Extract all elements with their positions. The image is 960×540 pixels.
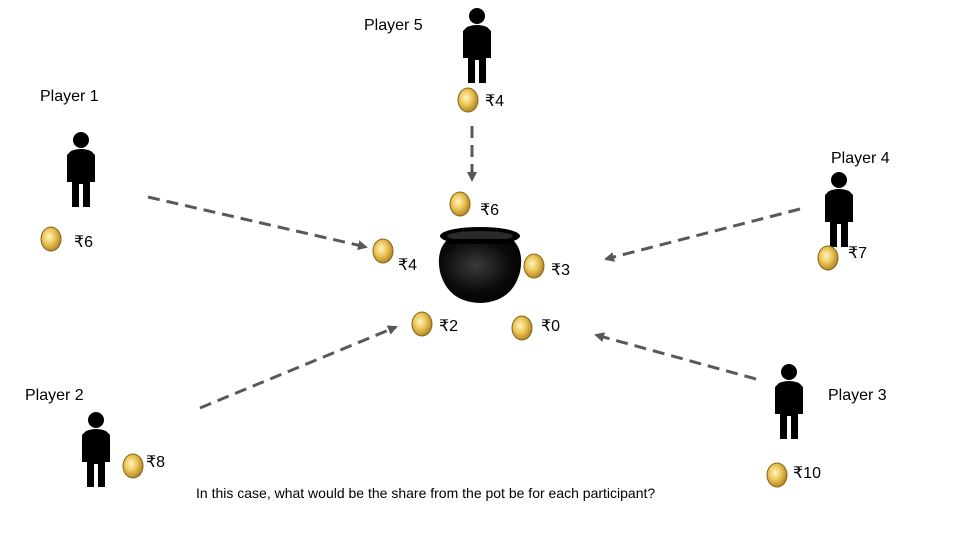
coin-icon-pot-right xyxy=(523,253,545,279)
coin-icon-pot-left xyxy=(372,238,394,264)
arrow-player3-to-pot xyxy=(594,332,757,381)
player5-amount: ₹4 xyxy=(485,93,505,110)
coin-icon-player3 xyxy=(766,462,788,488)
pot-amount-bottom-right: ₹0 xyxy=(541,318,561,335)
arrow-player2-to-pot xyxy=(199,325,398,410)
coin-icon-player1 xyxy=(40,226,62,252)
coin-icon-pot-bottom-right xyxy=(511,315,533,341)
player4-amount: ₹7 xyxy=(848,245,868,262)
pot-amount-right: ₹3 xyxy=(551,262,571,279)
question-text: In this case, what would be the share fr… xyxy=(196,485,656,501)
player2-label: Player 2 xyxy=(25,387,84,404)
player3-label: Player 3 xyxy=(828,387,887,404)
coin-icon-pot-bottom-left xyxy=(411,311,433,337)
player3-amount: ₹10 xyxy=(793,465,821,482)
player1-label: Player 1 xyxy=(40,88,99,105)
player2-amount: ₹8 xyxy=(146,454,166,471)
person-icon-player5 xyxy=(463,8,491,83)
pot-amount-bottom-left: ₹2 xyxy=(439,318,459,335)
person-icon-player2 xyxy=(82,412,110,487)
coin-icon-player5 xyxy=(457,87,479,113)
pot-icon xyxy=(438,227,522,303)
pot-amount-left: ₹4 xyxy=(398,257,418,274)
coin-icon-player4 xyxy=(817,245,839,271)
person-icon-player4 xyxy=(825,172,853,247)
person-icon-player3 xyxy=(775,364,803,439)
player4-label: Player 4 xyxy=(831,150,890,167)
player1-amount: ₹6 xyxy=(74,234,94,251)
arrows xyxy=(147,126,801,410)
person-icon-player1 xyxy=(67,132,95,207)
coin-icon-player2 xyxy=(122,453,144,479)
pot-amount-top: ₹6 xyxy=(480,202,500,219)
arrow-player4-to-pot xyxy=(604,207,801,262)
arrow-player1-to-pot xyxy=(147,195,368,251)
coin-icon-pot-top xyxy=(449,191,471,217)
player5-label: Player 5 xyxy=(364,17,423,34)
